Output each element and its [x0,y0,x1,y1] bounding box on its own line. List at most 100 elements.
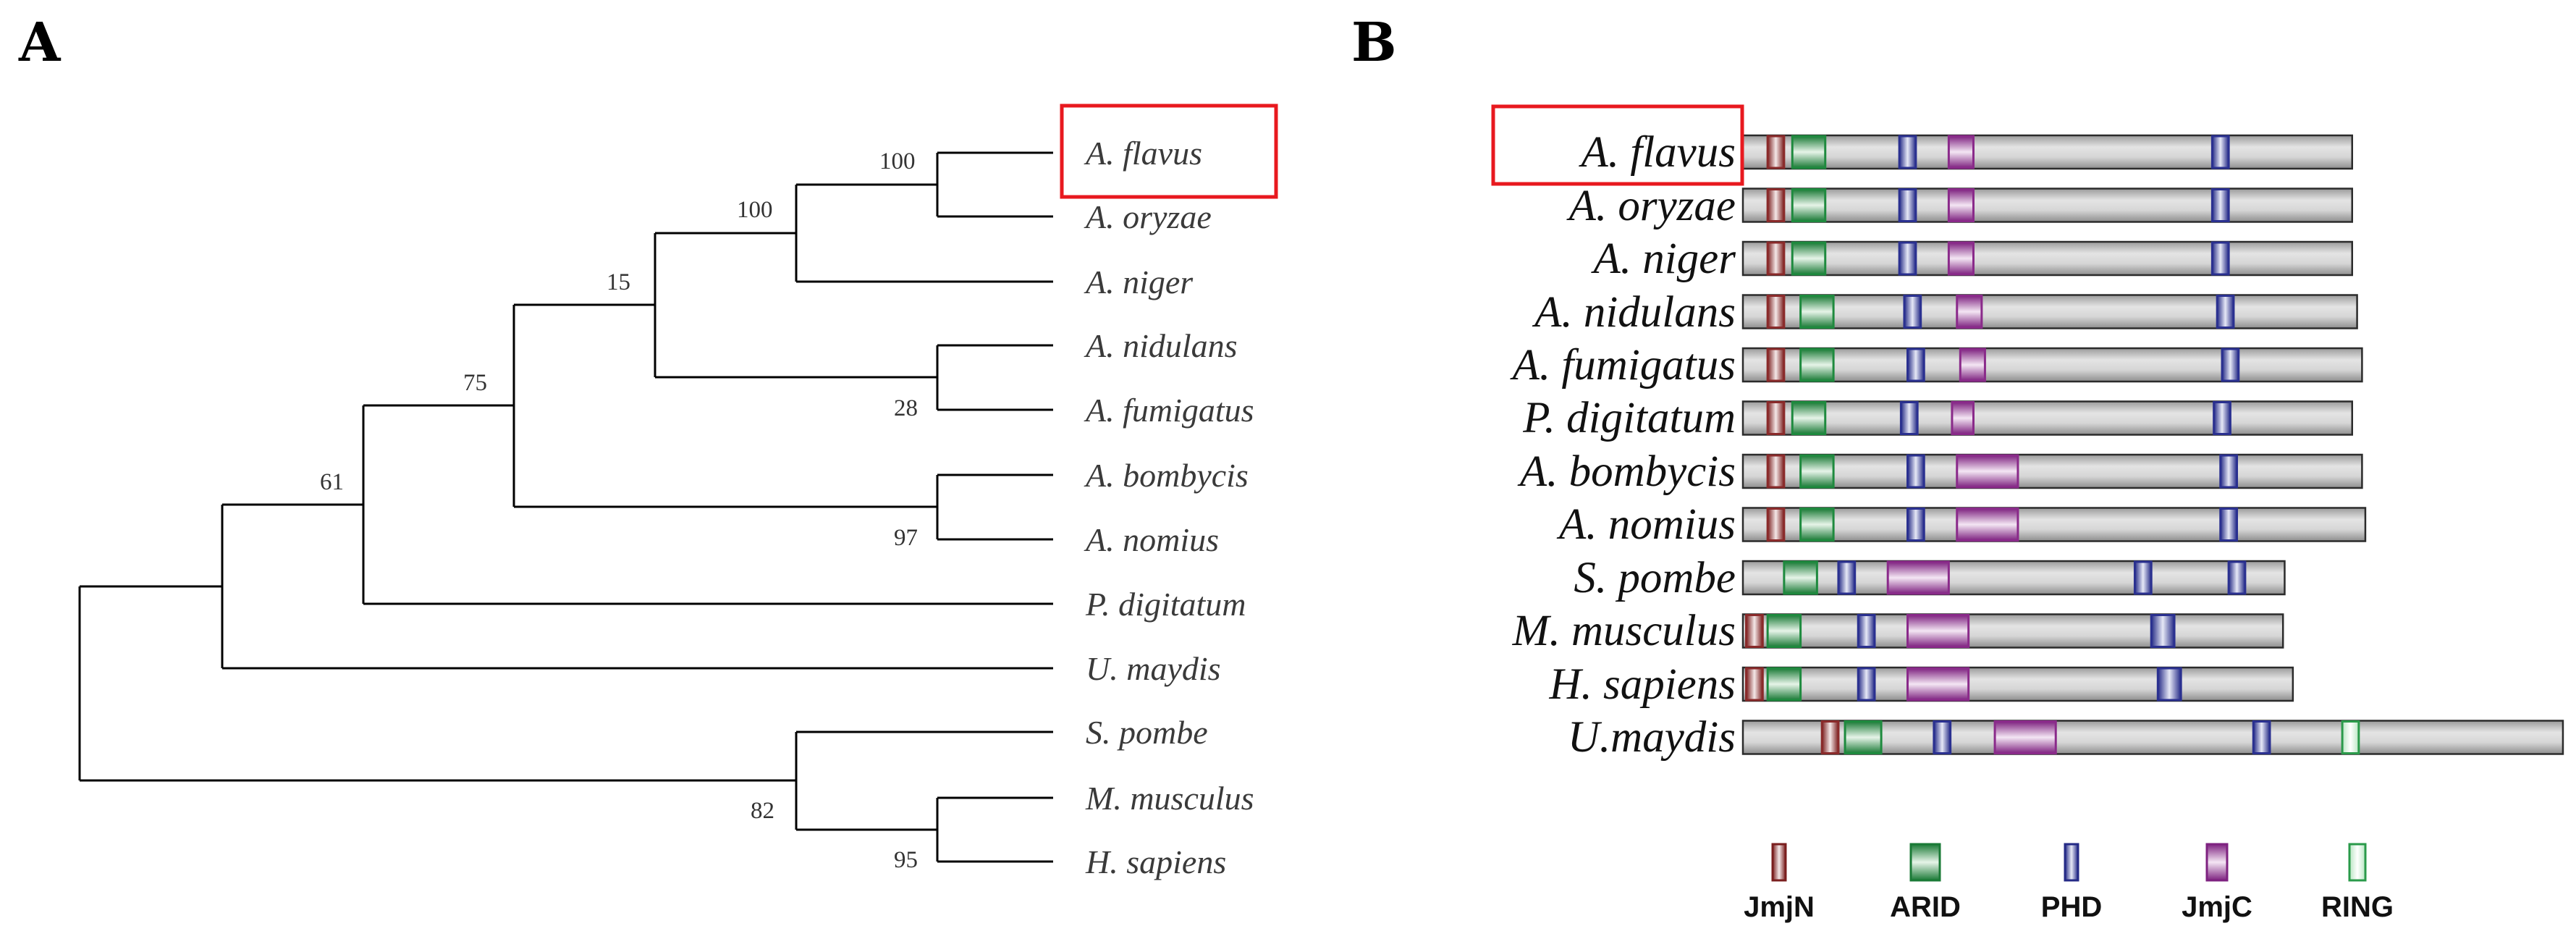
protein-row: A. flavus [1579,128,2353,177]
leaf-label: A. nomius [1084,521,1219,558]
bootstrap-value: 97 [894,525,918,551]
domain-phd [1903,295,1922,329]
legend-swatch [2348,843,2367,882]
domain-phd [2221,348,2240,382]
phylogenetic-tree: A. flavus A. oryzae A. niger A. nidulans… [78,104,1278,880]
protein-row: P. digitatum [1522,394,2353,442]
bootstrap-value: 82 [751,798,774,824]
legend-item-arid: ARID [1890,843,1961,923]
protein-label: P. digitatum [1522,394,1736,442]
leaf-label: A. nidulans [1084,327,1238,364]
legend-label: RING [2321,891,2394,923]
protein-domains [1766,508,2238,542]
domain-jmjn [1745,614,1764,648]
protein-bar [1741,613,2284,649]
domain-arid [1844,720,1883,754]
protein-domains [1745,667,2182,702]
domain-jmjn [1766,295,1786,329]
domain-arid [1791,401,1827,435]
domain-phd [2133,560,2153,595]
leaf-label: S. pombe [1086,714,1208,751]
bootstrap-value: 95 [894,847,918,873]
leaf-label: H. sapiens [1085,843,1226,880]
protein-highlight-box [1491,104,1744,186]
domain-jmjn [1766,401,1786,435]
domain-arid [1766,614,1802,648]
domain-arid [1791,188,1827,222]
protein-domains [1783,560,2247,595]
protein-bar [1741,560,2286,596]
domain-jmjc [1947,135,1975,169]
leaf-label: P. digitatum [1085,586,1246,623]
protein-label: A. bombycis [1517,447,1736,496]
legend-item-phd: PHD [2041,843,2102,923]
protein-label: A. fumigatus [1510,341,1736,390]
domain-phd [1898,188,1917,222]
leaf-label: M. musculus [1085,780,1254,817]
domain-arid [1799,348,1835,382]
legend-label: JmjC [2182,891,2252,923]
protein-bar [1741,666,2294,702]
domain-jmjn [1766,241,1786,276]
domain-phd [2219,508,2238,542]
domain-phd [1906,508,1925,542]
legend-item-ring: RING [2321,843,2394,923]
domain-jmjc [1956,508,2019,542]
protein-domains [1820,720,2360,754]
protein-domains [1766,401,2231,435]
protein-label: A. oryzae [1566,182,1736,230]
protein-row: H. sapiens [1548,660,2294,709]
protein-row: A. nidulans [1532,288,2358,337]
protein-row: U.maydis [1568,713,2564,762]
protein-label: M. musculus [1512,607,1736,655]
leaf-label: A. niger [1084,264,1194,300]
leaf-label: A. bombycis [1084,457,1249,494]
domain-phd [2219,454,2238,489]
legend-swatch [2205,843,2229,882]
domain-phd [2210,135,2230,169]
protein-row: A. fumigatus [1510,341,2363,390]
protein-bar [1741,453,2363,489]
protein-bar [1741,347,2363,383]
legend-swatch [1771,843,1787,882]
domain-arid [1799,295,1835,329]
domain-phd [1857,667,1876,702]
protein-domains [1766,135,2230,169]
protein-domains [1745,614,2176,648]
domain-architecture: A. flavus A. oryzae A. niger A. nidulans… [1491,104,2564,762]
protein-domains [1766,241,2230,276]
domain-jmjc [1906,614,1970,648]
domain-jmjc [1906,667,1970,702]
protein-label: H. sapiens [1548,660,1736,709]
domain-arid [1766,667,1802,702]
legend-item-jmjc: JmjC [2182,843,2252,923]
protein-label: U.maydis [1568,713,1736,762]
domain-phd [2210,188,2230,222]
domain-jmjc [1956,454,2019,489]
leaf-label: A. flavus [1084,135,1202,172]
bootstrap-value: 61 [320,469,344,495]
protein-bar [1741,294,2358,329]
domain-legend: JmjN ARID PHD JmjC RING [1744,843,2394,923]
tree-highlight-box [1060,104,1278,199]
domain-phd [1899,401,1919,435]
bootstrap-value: 15 [607,269,630,295]
domain-arid [1799,454,1835,489]
domain-phd [2210,241,2230,276]
domain-ring [2341,720,2360,754]
domain-jmjn [1766,348,1786,382]
domain-jmjc [1956,295,1983,329]
domain-jmjc [1886,560,1950,595]
domain-jmjn [1820,720,1840,754]
protein-bar [1741,507,2367,542]
domain-jmjn [1745,667,1764,702]
protein-row: A. bombycis [1517,447,2363,496]
domain-jmjn [1766,135,1786,169]
domain-phd [2150,614,2176,648]
domain-phd [2227,560,2247,595]
leaf-label: U. maydis [1086,650,1221,687]
protein-row: A. oryzae [1566,182,2353,230]
protein-domains [1766,295,2235,329]
leaf-label: A. fumigatus [1084,392,1254,429]
